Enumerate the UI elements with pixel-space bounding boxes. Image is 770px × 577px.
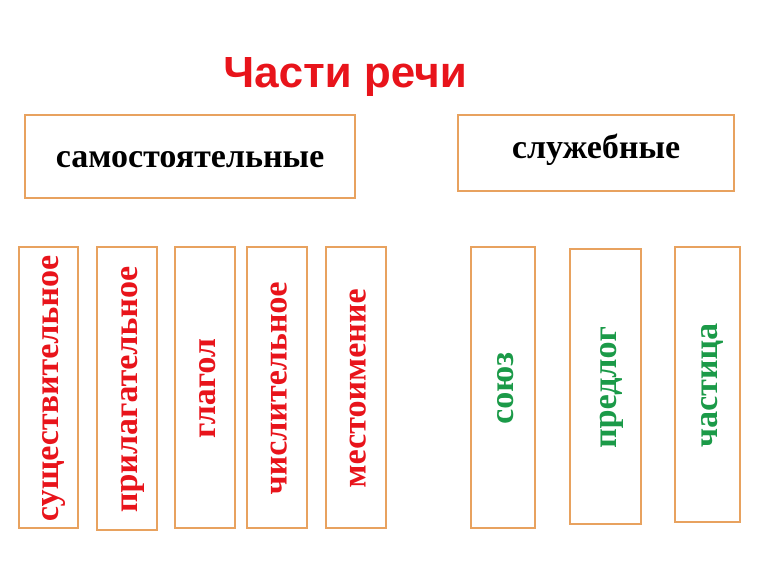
part-verb: глагол <box>174 246 236 529</box>
part-label: местоимение <box>337 287 374 488</box>
part-particle: частица <box>674 246 741 523</box>
part-noun: существительное <box>18 246 79 529</box>
part-numeral: числительное <box>246 246 308 529</box>
diagram-title: Части речи <box>223 48 467 97</box>
part-label: союз <box>484 351 521 424</box>
part-pronoun: местоимение <box>325 246 387 529</box>
category-independent: самостоятельные <box>24 114 356 199</box>
part-label: частица <box>688 322 726 447</box>
part-label: глагол <box>186 337 224 438</box>
category-label: служебные <box>511 129 681 166</box>
category-label: самостоятельные <box>55 137 325 175</box>
part-conjunction: союз <box>470 246 536 529</box>
category-auxiliary: служебные <box>457 114 735 192</box>
part-label: предлог <box>586 325 624 448</box>
part-adjective: прилагательное <box>96 246 158 531</box>
part-label: существительное <box>29 254 67 521</box>
part-preposition: предлог <box>569 248 642 525</box>
part-label: прилагательное <box>108 265 146 512</box>
part-label: числительное <box>258 280 295 495</box>
